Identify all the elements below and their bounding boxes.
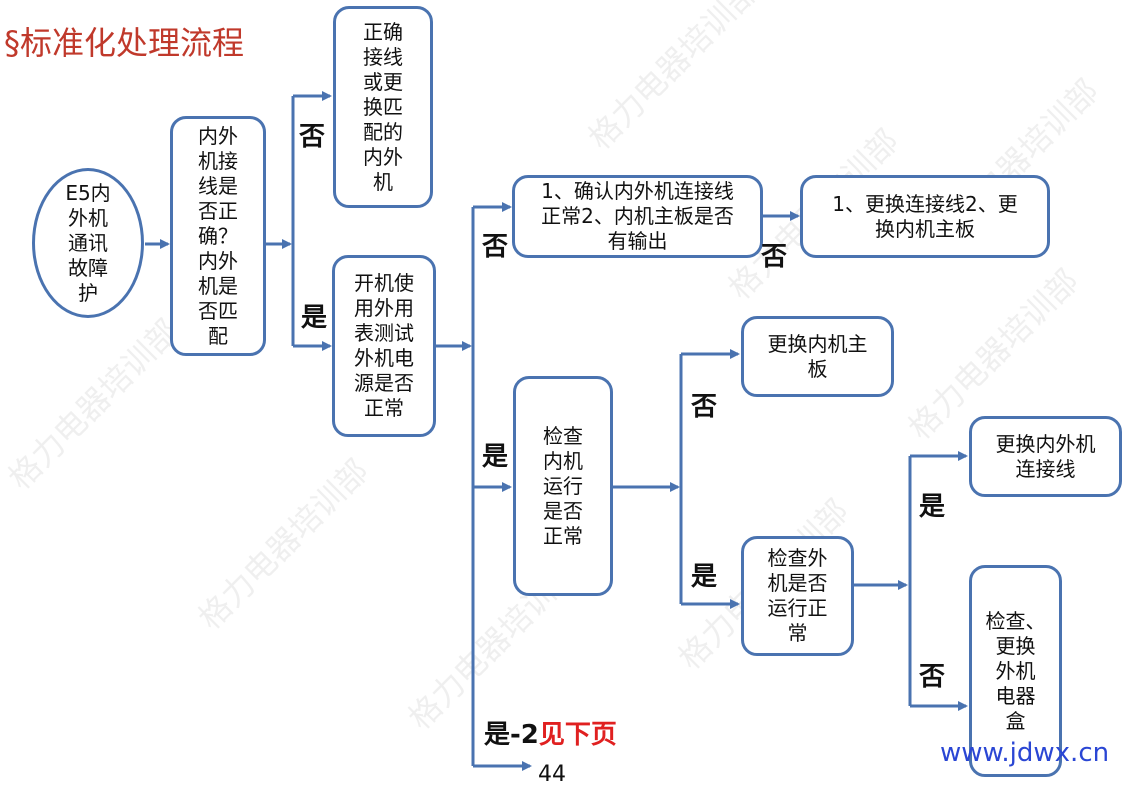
label-no-5: 否 xyxy=(919,662,946,692)
page-title: §标准化处理流程 xyxy=(4,24,245,62)
label-no-3: 否 xyxy=(761,242,788,272)
step-confirm-cable: 1、确认内外机连接线 正常2、内机主板是否 有输出 xyxy=(512,175,763,258)
label-yes-2: 是 xyxy=(482,442,509,472)
label-no-2: 否 xyxy=(482,232,509,262)
label-yes-5: 是 xyxy=(919,492,946,522)
label-no-4: 否 xyxy=(691,392,718,422)
step-replace-cable-board: 1、更换连接线2、更 换内机主板 xyxy=(800,175,1050,258)
step-check-outdoor-box: 检查、 更换 外机 电器 盒 xyxy=(969,565,1062,777)
decision-wiring-correct: 内外 机接 线是 否正 确？ 内外 机是 否匹 配 xyxy=(170,116,266,356)
label-yes-2-text: 是-2 xyxy=(484,720,539,750)
step-check-indoor: 检查 内机 运行 是否 正常 xyxy=(513,376,613,596)
step-replace-link-cable: 更换内外机 连接线 xyxy=(969,416,1122,497)
step-fix-wiring: 正确 接线 或更 换匹 配的 内外 机 xyxy=(333,6,433,208)
step-replace-indoor-board: 更换内机主 板 xyxy=(741,316,894,397)
page-number: 44 xyxy=(538,762,566,787)
label-yes-4: 是 xyxy=(691,562,718,592)
label-yes-1: 是 xyxy=(301,303,328,333)
step-check-outdoor: 检查外 机是否 运行正 常 xyxy=(741,536,854,656)
label-see-next-page: 见下页 xyxy=(538,720,617,750)
label-next-page: 是-2见下页 xyxy=(484,714,617,751)
footer-url: www.jdwx.cn xyxy=(940,738,1110,768)
label-no-1: 否 xyxy=(299,122,326,152)
step-power-test: 开机使 用外用 表测试 外机电 源是否 正常 xyxy=(332,255,436,437)
start-node-e5-fault: E5内 外机 通讯 故障 护 xyxy=(32,168,144,318)
